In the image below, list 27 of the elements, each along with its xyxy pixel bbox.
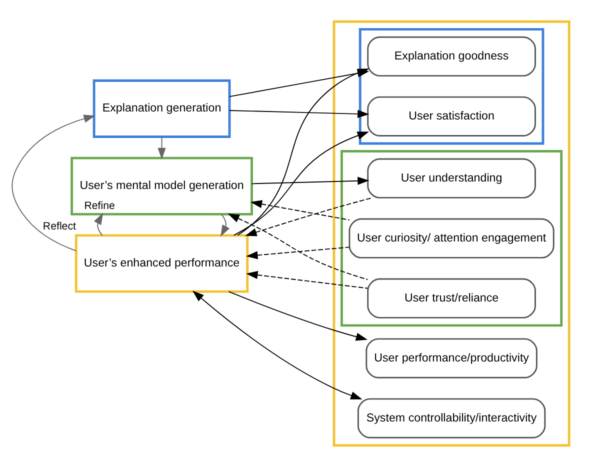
node-box: Explanation goodness — [367, 36, 536, 76]
cluster — [358, 28, 544, 144]
arrow — [158, 136, 166, 159]
arrow — [245, 196, 374, 236]
node-box: User trust/reliance — [367, 278, 536, 318]
arrow — [250, 200, 350, 220]
edge-label: Reflect — [42, 220, 76, 232]
edge-label: Refine — [84, 200, 115, 212]
node-box: User satisfaction — [367, 96, 536, 136]
arrow — [94, 212, 104, 236]
arrow — [228, 290, 368, 340]
arrow — [233, 131, 370, 236]
cluster — [340, 150, 563, 326]
arrow — [192, 290, 362, 399]
node-box: Explanation generation — [92, 78, 231, 138]
node-box: User’s enhanced performance — [74, 234, 249, 292]
arrow — [246, 270, 368, 288]
cluster — [332, 20, 570, 446]
node-box: User understanding — [367, 158, 536, 198]
arrow — [251, 176, 370, 184]
arrow — [228, 213, 368, 280]
arrow — [220, 213, 230, 236]
node-box: System controllability/interactivity — [357, 398, 546, 438]
arrow — [12, 114, 96, 251]
node-box: User curiosity/ attention engagement — [348, 218, 554, 258]
node-box: User performance/productivity — [366, 338, 538, 378]
arrow — [229, 109, 370, 118]
